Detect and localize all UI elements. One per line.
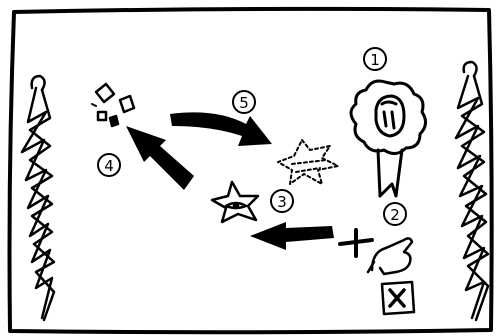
step-4-number-circle	[97, 153, 121, 177]
arrow-4-to-5	[170, 112, 272, 146]
hand-icon	[366, 237, 414, 276]
step-1-number: 1	[370, 51, 380, 69]
step-5-number: 5	[239, 94, 249, 112]
left-ribbon	[20, 74, 56, 322]
dotted-star-icon	[277, 139, 339, 185]
step-2: 2	[338, 202, 416, 316]
step-2-number-circle	[383, 202, 407, 226]
arrow-3-to-4	[126, 126, 194, 190]
step-1: 1	[349, 47, 427, 198]
ballot-box-icon	[380, 280, 416, 316]
shattered-pieces-icon	[91, 82, 136, 128]
arrow-2-to-3	[250, 222, 334, 250]
frame-border	[7, 6, 494, 335]
right-ribbon	[454, 60, 490, 322]
step-5: 5	[232, 90, 339, 185]
step-5-number-circle	[232, 90, 256, 114]
star-badge-icon	[210, 180, 260, 224]
step-3-number: 3	[277, 193, 287, 211]
ribbon-medal-icon	[349, 79, 427, 198]
step-4-number: 4	[104, 157, 114, 175]
step-3: 3	[210, 180, 294, 224]
step-2-number: 2	[390, 206, 400, 224]
plus-icon	[338, 228, 374, 258]
step-3-number-circle	[270, 189, 294, 213]
step-1-number-circle	[363, 47, 387, 71]
step-4: 4	[91, 82, 136, 177]
